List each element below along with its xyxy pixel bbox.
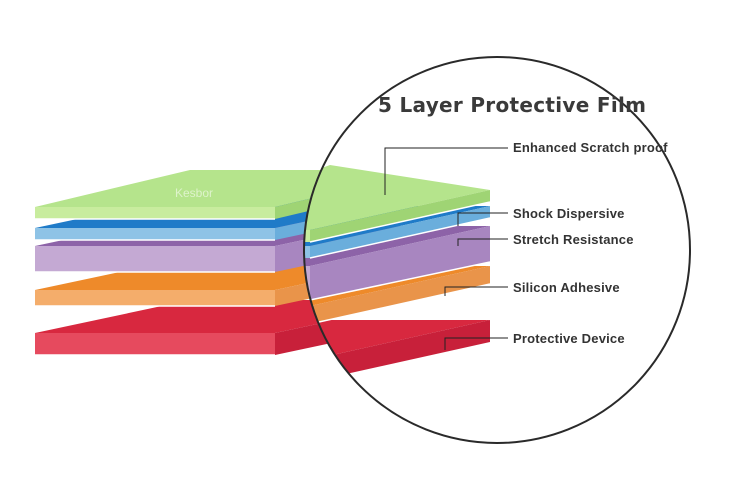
label-stretch-resistance: Stretch Resistance [513, 232, 634, 247]
leader-shock-dispersive [457, 212, 508, 226]
label-protective-device: Protective Device [513, 331, 625, 346]
green-front [35, 207, 275, 219]
purple-front [35, 246, 275, 272]
mag-green-side [310, 190, 490, 242]
diagram-title: 5 Layer Protective Film [378, 93, 646, 117]
label-shock-dispersive: Shock Dispersive [513, 206, 625, 221]
mag-red-side [310, 320, 490, 382]
watermark-text: Kesbor [175, 186, 213, 200]
mag-green-top [304, 165, 490, 230]
leader-silicon-adhesive [444, 286, 508, 296]
blue-front [35, 228, 275, 240]
red-front [35, 333, 275, 355]
leader-stretch-resistance [457, 238, 508, 246]
label-silicon-adhesive: Silicon Adhesive [513, 280, 620, 295]
label-enhanced-scratch-proof: Enhanced Scratch proof [513, 140, 668, 155]
leader-scratch-proof [384, 147, 508, 195]
orange-front [35, 290, 275, 306]
magnifier-circle [303, 56, 691, 444]
mag-orange-side [310, 266, 490, 324]
leader-protective-device [444, 337, 508, 350]
magnified-stack [304, 57, 690, 443]
mag-purple-side [310, 226, 490, 300]
mag-blue-side [310, 206, 490, 258]
leader-lines [384, 147, 508, 350]
mag-red-front [304, 360, 310, 382]
